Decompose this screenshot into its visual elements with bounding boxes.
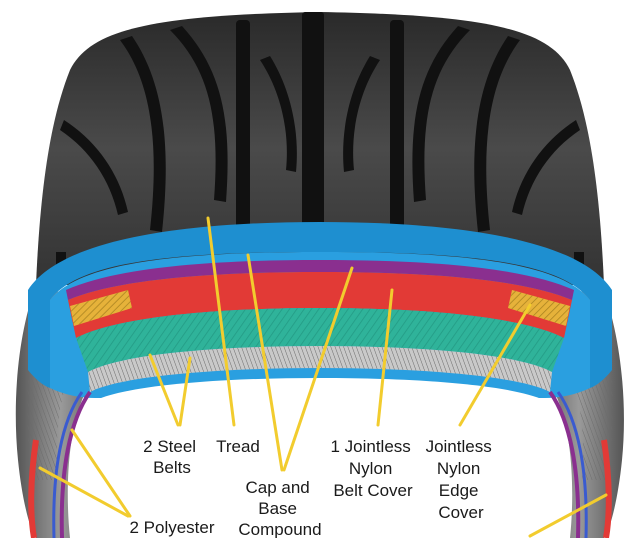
tread: [36, 12, 604, 285]
edge-cover-layer: [66, 260, 574, 300]
belt-cover-layer: [68, 272, 572, 338]
label-polyester: 2 Polyester: [129, 518, 214, 537]
pointer-edge-cover: [458, 303, 532, 427]
pointer-steel-belts-1: [148, 353, 180, 427]
pointer-polyester-2: [70, 428, 132, 518]
callout-labels: 2 Steel Belts Tread Cap and Base Compoun…: [129, 437, 497, 538]
inner-liner: [28, 390, 612, 538]
pointer-tread: [206, 216, 236, 427]
pointer-polyester-1: [38, 466, 130, 518]
inner-cavity: [73, 378, 567, 538]
pointer-lines: [38, 216, 608, 538]
pointer-steel-belts-2: [178, 356, 192, 427]
label-edge-cover: Jointless Nylon Edge Cover: [426, 437, 497, 522]
steel-belts-hatch: [76, 308, 564, 372]
right-edge-strip-hatch: [508, 290, 570, 326]
pointer-belt-cover: [376, 288, 394, 427]
polyester-ply-lines: [88, 346, 552, 392]
label-cap-base-compound: Cap and Base Compound: [238, 478, 321, 538]
tread-grooves: [60, 12, 580, 248]
left-edge-strip-hatch: [70, 290, 132, 326]
label-tread: Tread: [216, 437, 260, 456]
label-belt-cover: 1 Jointless Nylon Belt Cover: [330, 437, 415, 500]
label-steel-belts: 2 Steel Belts: [143, 437, 201, 477]
pointer-polyester-3: [528, 493, 608, 538]
pointer-cap-base-1: [246, 253, 284, 472]
pointer-cap-base-2: [282, 266, 354, 472]
